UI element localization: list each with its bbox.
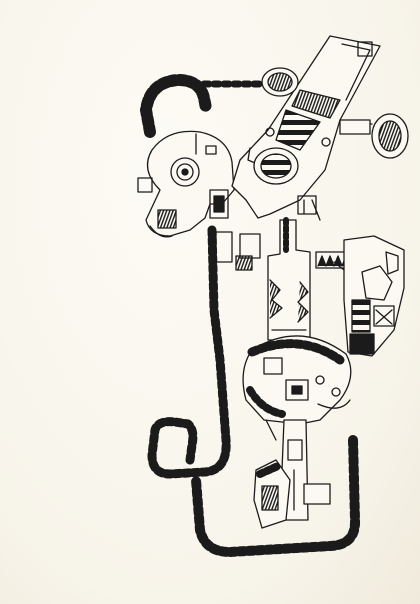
striped-bracket-lower [253, 459, 291, 529]
right-block-assembly [333, 235, 405, 357]
machine-left-round [137, 130, 235, 238]
drum-top [257, 67, 299, 97]
drum-middle [253, 147, 299, 185]
drum-right [339, 113, 409, 159]
striped-cable-bottom [191, 435, 360, 557]
ring-machine-lower [242, 335, 352, 425]
small-panels-cluster [215, 195, 321, 271]
striped-arc-top-left [140, 74, 266, 138]
central-column [267, 217, 311, 341]
striped-hook-left [147, 225, 231, 479]
